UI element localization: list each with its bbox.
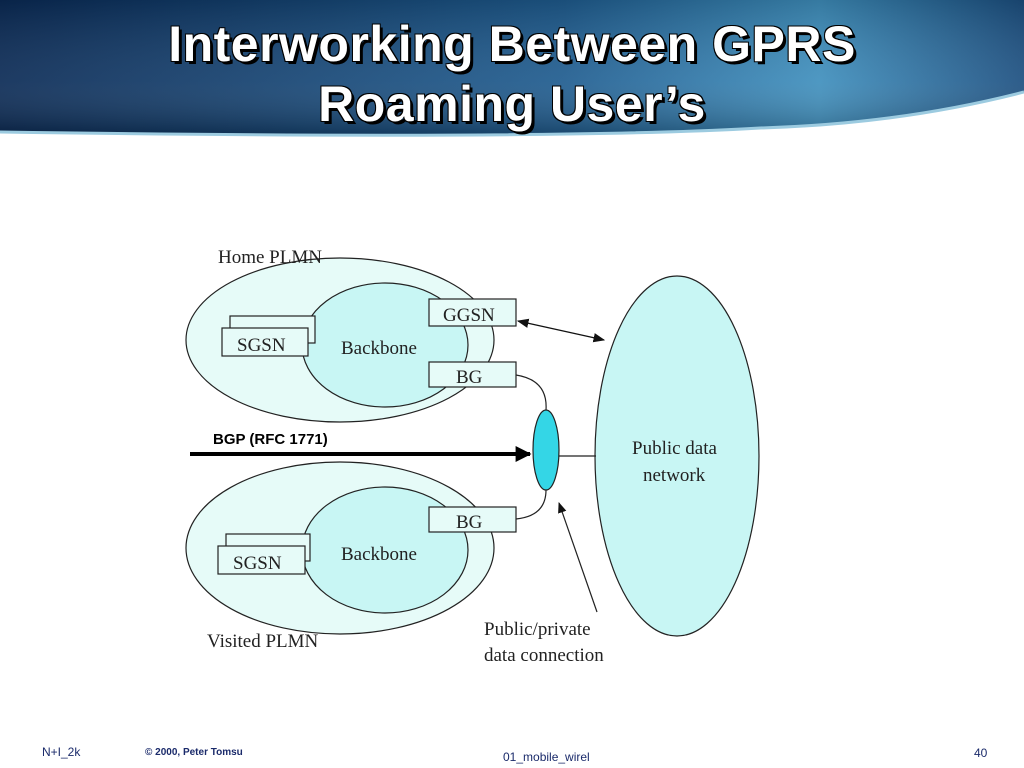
home-bg-to-interconnect-line	[515, 374, 547, 411]
visited-bg-to-interconnect-line	[515, 489, 547, 520]
footer-page-number: 40	[974, 746, 988, 760]
footer-copyright: © 2000, Peter Tomsu	[145, 747, 243, 758]
home-sgsn-label: SGSN	[237, 335, 286, 356]
connection-label-2: data connection	[484, 645, 604, 666]
slide-title-line-2: Roaming User’s	[318, 76, 706, 132]
visited-sgsn-label: SGSN	[233, 553, 282, 574]
home-plmn-label: Home PLMN	[218, 247, 322, 268]
visited-backbone-label: Backbone	[341, 544, 417, 565]
ggsn-network-double-arrow	[516, 318, 606, 343]
public-data-network-label-1: Public data	[632, 438, 718, 459]
visited-sgsn-box	[217, 545, 306, 575]
home-backbone-label: Backbone	[341, 338, 417, 359]
connection-pointer-arrow	[558, 501, 598, 613]
home-ggsn-label: GGSN	[443, 305, 495, 326]
visited-bg-box	[428, 506, 517, 533]
visited-plmn-label: Visited PLMN	[207, 631, 319, 652]
home-bg-box	[428, 361, 517, 388]
visited-bg-label: BG	[456, 512, 483, 533]
public-data-network-label-2: network	[643, 465, 706, 486]
home-sgsn-box	[221, 327, 309, 357]
bgp-label: BGP (RFC 1771)	[213, 431, 328, 448]
slide-title-line-1: Interworking Between GPRS	[168, 16, 856, 72]
connection-label-1: Public/private	[484, 619, 591, 640]
title-banner	[0, 0, 1024, 140]
footer-course-code: N+I_2k	[42, 745, 81, 759]
home-bg-label: BG	[456, 367, 483, 388]
home-ggsn-box	[428, 298, 517, 327]
footer-file-name: 01_mobile_wirel	[503, 750, 590, 764]
title-banner-graphic	[0, 0, 1024, 137]
bgp-interconnect-ellipse	[532, 409, 560, 491]
